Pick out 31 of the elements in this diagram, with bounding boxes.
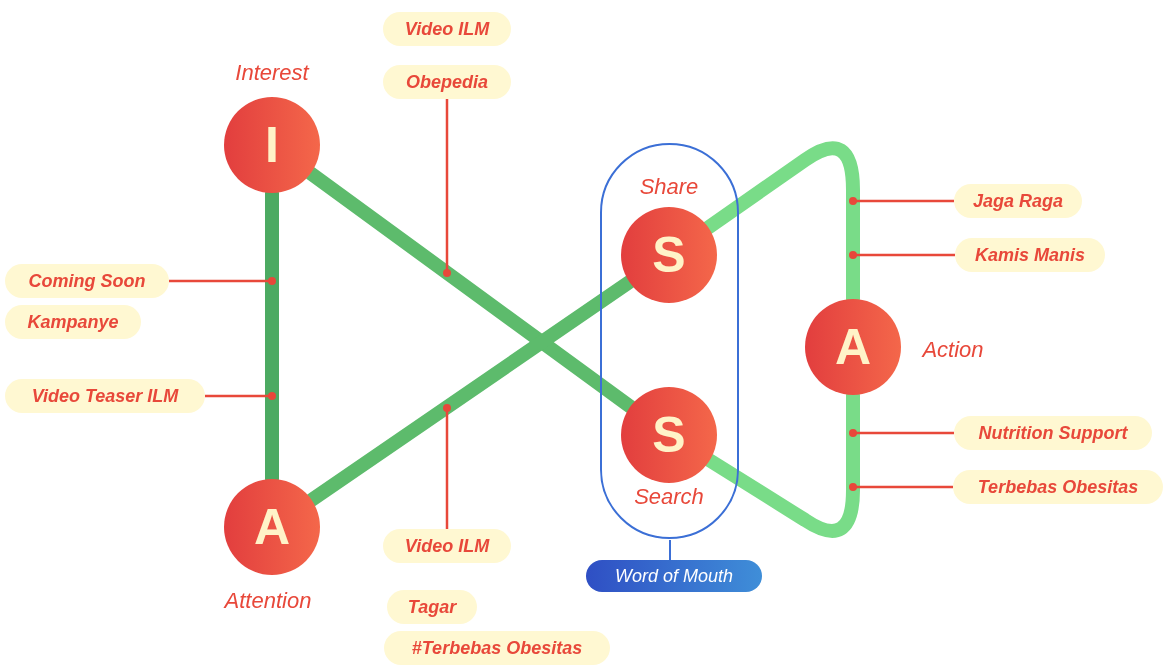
tag-pill: Tagar — [387, 590, 477, 624]
tag-pill: Video Teaser ILM — [5, 379, 205, 413]
stage-label: Action — [922, 337, 984, 363]
tag-pill: Jaga Raga — [954, 184, 1082, 218]
leader-line — [443, 404, 451, 529]
leader-line — [849, 429, 954, 437]
stage-circle: I — [224, 97, 320, 193]
tag-pill: Terbebas Obesitas — [953, 470, 1163, 504]
tag-pill: Kampanye — [5, 305, 141, 339]
stage-label: Interest — [235, 60, 309, 86]
leader-line — [849, 251, 955, 259]
leader-line — [443, 99, 451, 277]
stage-label: Attention — [224, 588, 312, 614]
stage-circle: A — [224, 479, 320, 575]
tag-pill: #Terbebas Obesitas — [384, 631, 610, 665]
stage-label: Share — [639, 174, 699, 200]
leader-line — [849, 483, 953, 491]
stage-circle: S — [621, 387, 717, 483]
stage-circle: S — [621, 207, 717, 303]
tag-pill: Obepedia — [383, 65, 511, 99]
tag-pill: Video ILM — [383, 529, 511, 563]
group-label: Word of Mouth — [586, 560, 762, 592]
tag-pill: Kamis Manis — [955, 238, 1105, 272]
stage-label: Search — [634, 484, 704, 510]
tag-pill: Coming Soon — [5, 264, 169, 298]
tag-pill: Nutrition Support — [954, 416, 1152, 450]
leader-line — [849, 197, 954, 205]
leader-line — [169, 277, 276, 285]
tag-pill: Video ILM — [383, 12, 511, 46]
leader-line — [205, 392, 276, 400]
stage-circle: A — [805, 299, 901, 395]
